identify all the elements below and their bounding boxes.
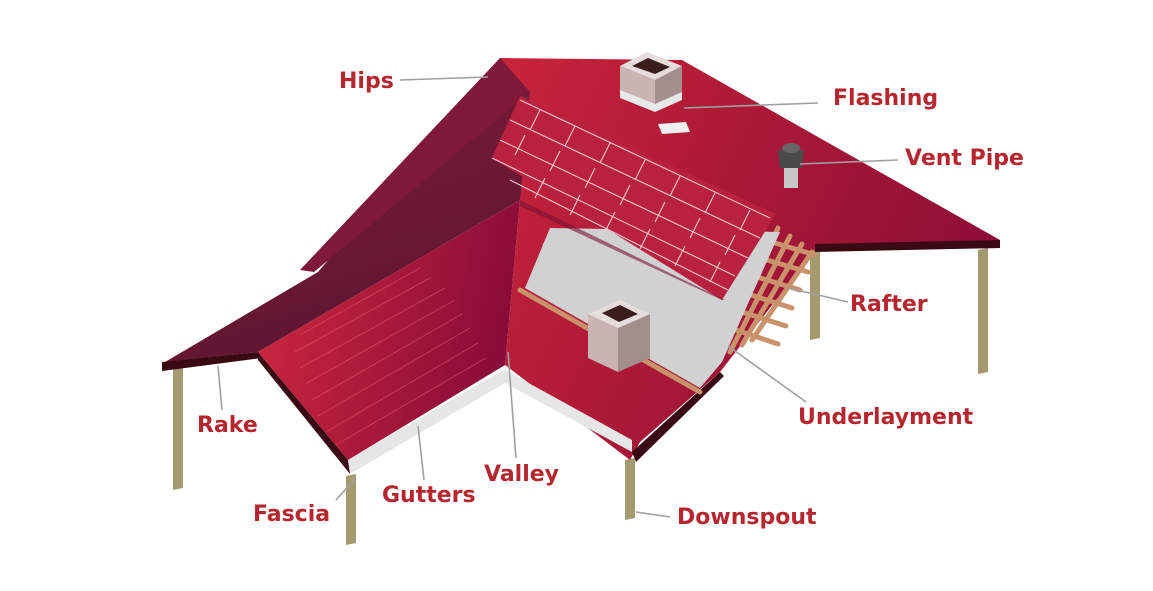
chimney-lower-hole — [602, 305, 638, 322]
post-left — [173, 366, 183, 490]
flashing-plate — [658, 122, 690, 134]
label-fascia: Fascia — [253, 502, 330, 527]
label-hips: Hips — [339, 69, 394, 94]
fascia-edge-right — [632, 372, 724, 462]
label-flashing: Flashing — [833, 86, 938, 111]
vent-pipe-hood — [778, 150, 804, 168]
leader-hips — [399, 76, 489, 81]
main-roof-eave — [815, 240, 1000, 252]
vent-pipe-top — [782, 143, 800, 153]
label-underlayment: Underlayment — [798, 405, 974, 430]
label-vent-pipe: Vent Pipe — [905, 146, 1024, 171]
post-right — [978, 248, 988, 374]
leader-lines — [217, 76, 899, 518]
fascia-edge — [258, 352, 350, 474]
chimney-top-hole — [632, 58, 670, 74]
leader-rafter — [787, 287, 849, 303]
label-rake: Rake — [197, 413, 258, 438]
gable-shingles — [294, 267, 487, 447]
post-front-left — [346, 474, 356, 545]
chimney-top — [620, 52, 690, 134]
leader-rake — [217, 365, 223, 411]
roof-shingles — [491, 99, 771, 291]
leader-flashing — [683, 102, 819, 109]
callouts: Hips Flashing Vent Pipe Rafter Underlaym… — [197, 69, 1024, 530]
label-rafter: Rafter — [850, 292, 928, 317]
leader-valley — [507, 351, 517, 459]
hip-ridge — [300, 58, 530, 272]
flashing-strip — [620, 90, 682, 112]
shingle-area — [492, 96, 776, 300]
chimney-lower-right-face — [618, 314, 650, 372]
vent-pipe-body — [784, 168, 798, 188]
chimney-lower — [588, 300, 650, 372]
rake-eave — [162, 352, 262, 371]
leader-gutters — [417, 425, 425, 481]
front-gable-face — [258, 200, 520, 460]
gutter-left — [348, 372, 505, 474]
chimney-lower-left-face — [588, 314, 618, 372]
shingle-shade — [520, 200, 725, 300]
leader-downspout — [635, 511, 671, 518]
leader-underlayment — [727, 345, 807, 403]
leader-vent — [799, 159, 899, 165]
label-valley: Valley — [484, 462, 559, 487]
label-gutters: Gutters — [382, 483, 476, 508]
gutter-right — [500, 370, 632, 452]
vent-pipe-illustration — [778, 143, 804, 188]
post-downspout — [625, 458, 635, 520]
label-downspout: Downspout — [677, 505, 817, 530]
leader-fascia — [335, 479, 355, 501]
